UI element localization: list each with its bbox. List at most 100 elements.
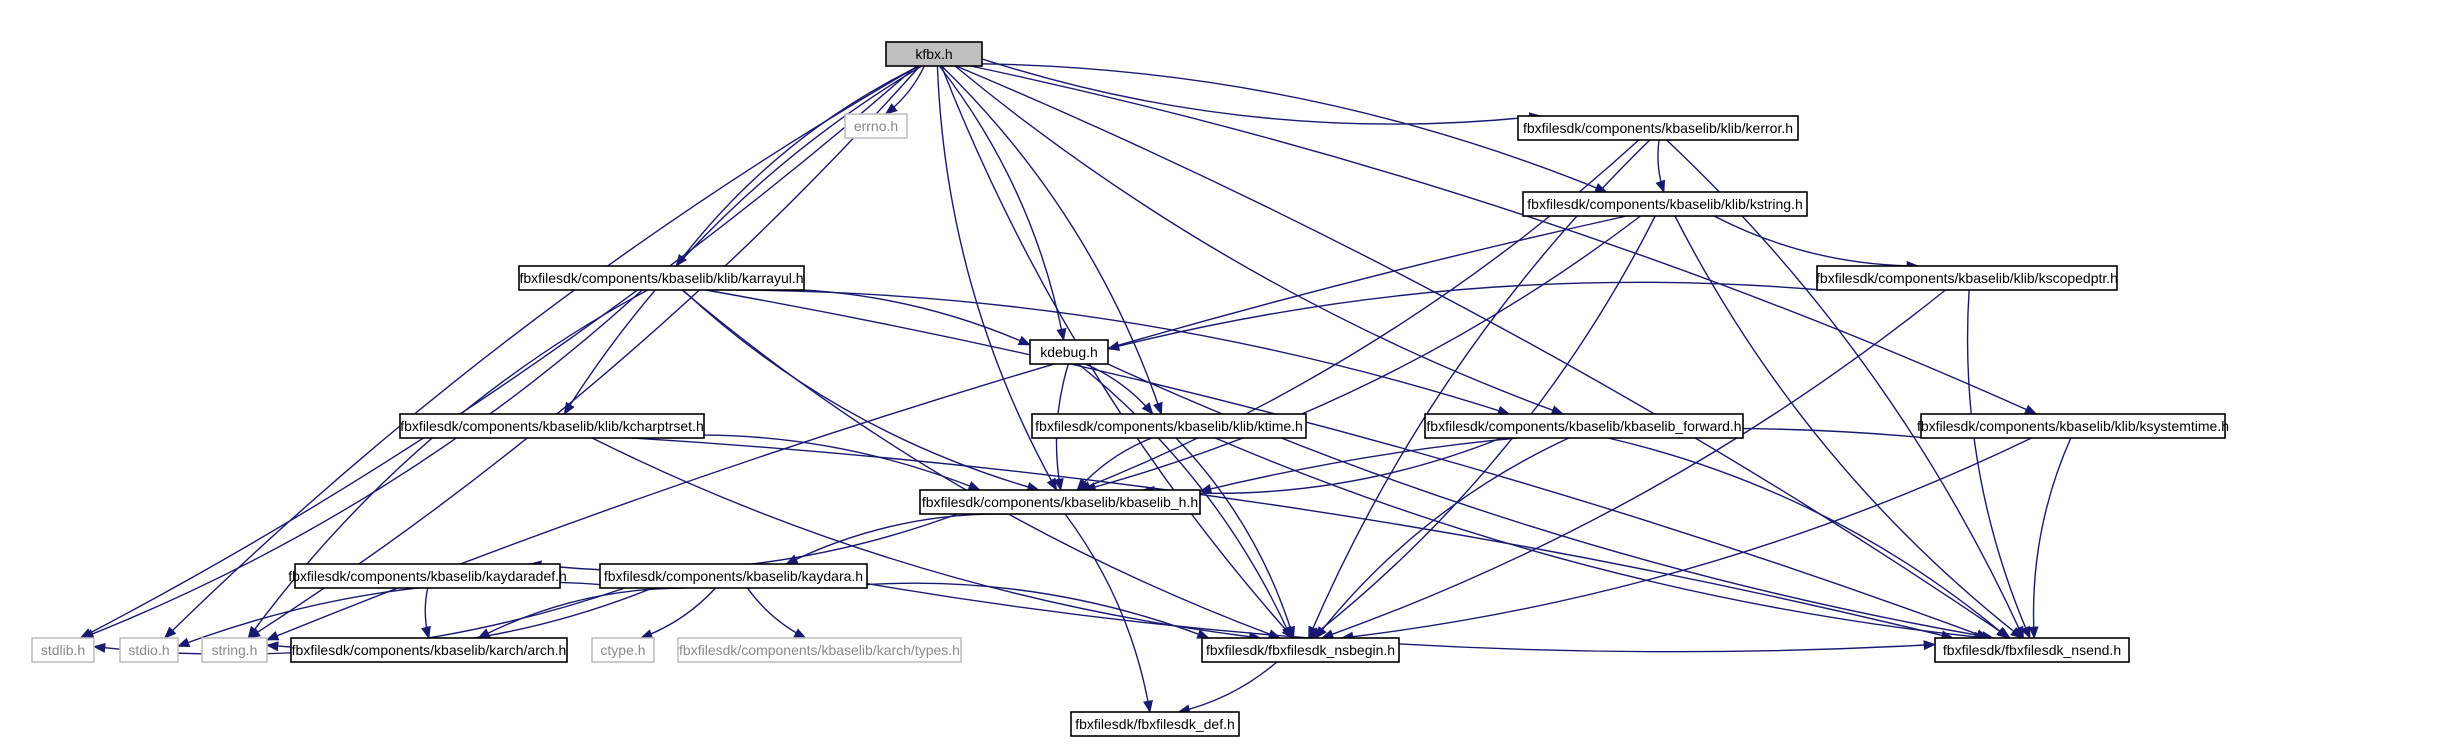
node-box [1029, 339, 1109, 365]
node-label: ctype.h [600, 642, 645, 658]
edge-kfbx-to-karrayul [675, 65, 920, 268]
node-box [1816, 265, 2118, 291]
node-box [885, 41, 983, 67]
node-box [290, 637, 568, 663]
edge-kbaselib_h-to-def [1064, 513, 1153, 714]
node-arch[interactable]: fbxfilesdk/components/kbaselib/karch/arc… [290, 637, 568, 663]
node-kdebug[interactable]: kdebug.h [1029, 339, 1109, 365]
edge-kaydara-to-stdio [176, 581, 639, 648]
edge-karrayul-to-kbaselib_h [682, 289, 1040, 492]
node-label: fbxfilesdk/components/kbaselib/klib/ksco… [1816, 270, 2118, 286]
edge-kfbx-to-stdlib [79, 65, 917, 639]
edge-kbaselib_h-to-kaydaradef [528, 513, 958, 572]
node-label: fbxfilesdk/components/kbaselib/kaydara.h [604, 568, 863, 584]
edge-kfbx-to-nsend [955, 65, 2011, 639]
node-nsbegin[interactable]: fbxfilesdk/fbxfilesdk_nsbegin.h [1201, 637, 1400, 663]
node-box [518, 265, 805, 291]
node-stdlib: stdlib.h [31, 637, 95, 663]
node-kstring[interactable]: fbxfilesdk/components/kbaselib/klib/kstr… [1522, 191, 1808, 217]
node-kcharptrset[interactable]: fbxfilesdk/components/kbaselib/klib/kcha… [399, 413, 705, 439]
node-box [844, 113, 908, 139]
node-kaydaradef[interactable]: fbxfilesdk/components/kbaselib/kaydarade… [288, 563, 567, 589]
node-label: fbxfilesdk/components/kbaselib/klib/karr… [519, 270, 803, 286]
node-label: fbxfilesdk/components/kbaselib/klib/kcha… [400, 418, 703, 434]
edge-karrayul-to-stdlib [81, 289, 643, 639]
node-label: kfbx.h [915, 46, 952, 62]
node-box [1522, 191, 1808, 217]
edge-kbaselib_forward-to-nsend [1607, 437, 2009, 639]
edge-kaydara-to-nsbegin [825, 582, 1210, 639]
edge-kerror-to-kstring [1655, 139, 1666, 194]
node-types: fbxfilesdk/components/kbaselib/karch/typ… [677, 637, 962, 663]
edge-kdebug-to-ktime [1084, 363, 1154, 415]
node-label: fbxfilesdk/components/kbaselib/karch/typ… [679, 642, 960, 658]
node-label: fbxfilesdk/components/kbaselib/klib/ktim… [1035, 418, 1303, 434]
edge-kcharptrset-to-nsbegin [591, 437, 1262, 642]
edge-kaydara-to-ctype [639, 587, 717, 639]
edge-kfbx-to-kcharptrset [563, 65, 923, 416]
node-box [294, 563, 561, 589]
node-label: fbxfilesdk/components/kbaselib/klib/kstr… [1527, 196, 1802, 212]
node-label: kdebug.h [1040, 344, 1098, 360]
node-ktime[interactable]: fbxfilesdk/components/kbaselib/klib/ktim… [1031, 413, 1307, 439]
edge-kbaselib_forward-to-nsbegin [1314, 437, 1570, 639]
node-label: errno.h [854, 118, 898, 134]
edge-kstring-to-nsbegin [1309, 215, 1656, 639]
node-label: fbxfilesdk/components/kbaselib/kaydarade… [288, 568, 567, 584]
node-label: fbxfilesdk/components/kbaselib/klib/ksys… [1917, 418, 2229, 434]
edge-layer [79, 58, 2072, 715]
edge-kaydara-to-types [746, 587, 807, 639]
node-kbaselib_forward[interactable]: fbxfilesdk/components/kbaselib/kbaselib_… [1424, 413, 1744, 439]
edge-kfbx-to-errno [884, 65, 925, 115]
edge-kfbx-to-kbaselib_forward [954, 65, 1565, 415]
node-label: fbxfilesdk/fbxfilesdk_nsend.h [1943, 642, 2121, 658]
node-kscopedptr[interactable]: fbxfilesdk/components/kbaselib/klib/ksco… [1816, 265, 2118, 291]
node-box [1517, 115, 1799, 141]
edge-kfbx-to-kbaselib_h [936, 65, 1058, 492]
node-errno: errno.h [844, 113, 908, 139]
edge-ktime-to-nsend [1214, 437, 1988, 642]
node-def[interactable]: fbxfilesdk/fbxfilesdk_def.h [1070, 711, 1240, 737]
node-box [399, 413, 705, 439]
node-kerror[interactable]: fbxfilesdk/components/kbaselib/klib/kerr… [1517, 115, 1799, 141]
node-stdio: stdio.h [119, 637, 179, 663]
node-ksystemtime[interactable]: fbxfilesdk/components/kbaselib/klib/ksys… [1917, 413, 2229, 439]
edge-kfbx-to-kdebug [938, 65, 1067, 342]
edge-kfbx-to-kerror [981, 58, 1542, 125]
node-box [591, 637, 655, 663]
node-box [201, 637, 268, 663]
node-kfbx[interactable]: kfbx.h [885, 41, 983, 67]
edge-nsbegin-to-def [1177, 661, 1278, 715]
node-box [1070, 711, 1240, 737]
node-box [1424, 413, 1744, 439]
edge-kscopedptr-to-nsbegin [1320, 289, 1946, 639]
node-label: string.h [212, 642, 258, 658]
node-label: fbxfilesdk/components/kbaselib/klib/kerr… [1523, 120, 1793, 136]
edge-kcharptrset-to-nsend [631, 437, 1954, 641]
node-box [919, 489, 1201, 515]
node-box [1920, 413, 2226, 439]
edge-kbaselib_h-to-kaydara [785, 513, 1008, 565]
edge-kstring-to-kscopedptr [1713, 215, 1920, 271]
node-box [1031, 413, 1307, 439]
edge-kfbx-to-stdio [163, 65, 919, 639]
node-karrayul[interactable]: fbxfilesdk/components/kbaselib/klib/karr… [518, 265, 805, 291]
node-label: fbxfilesdk/fbxfilesdk_nsbegin.h [1206, 642, 1395, 658]
edge-karrayul-to-nsend [705, 289, 1989, 639]
node-layer: kfbx.h errno.h fbxfilesdk/components/kbase… [31, 41, 2229, 737]
node-nsend[interactable]: fbxfilesdk/fbxfilesdk_nsend.h [1934, 637, 2130, 663]
node-label: fbxfilesdk/fbxfilesdk_def.h [1075, 716, 1235, 732]
node-box [31, 637, 95, 663]
node-box [1201, 637, 1400, 663]
node-box [1934, 637, 2130, 663]
edge-ksystemtime-to-nsend [2028, 437, 2072, 640]
node-kaydara[interactable]: fbxfilesdk/components/kbaselib/kaydara.h [599, 563, 868, 589]
node-label: fbxfilesdk/components/kbaselib/kbaselib_… [1426, 418, 1741, 434]
node-kbaselib_h[interactable]: fbxfilesdk/components/kbaselib/kbaselib_… [919, 489, 1201, 515]
node-box [119, 637, 179, 663]
edge-kfbx-to-string [247, 65, 921, 639]
node-label: stdlib.h [41, 642, 85, 658]
edge-ksystemtime-to-nsbegin [1340, 437, 2032, 642]
edge-kfbx-to-ksystemtime [970, 65, 2038, 415]
